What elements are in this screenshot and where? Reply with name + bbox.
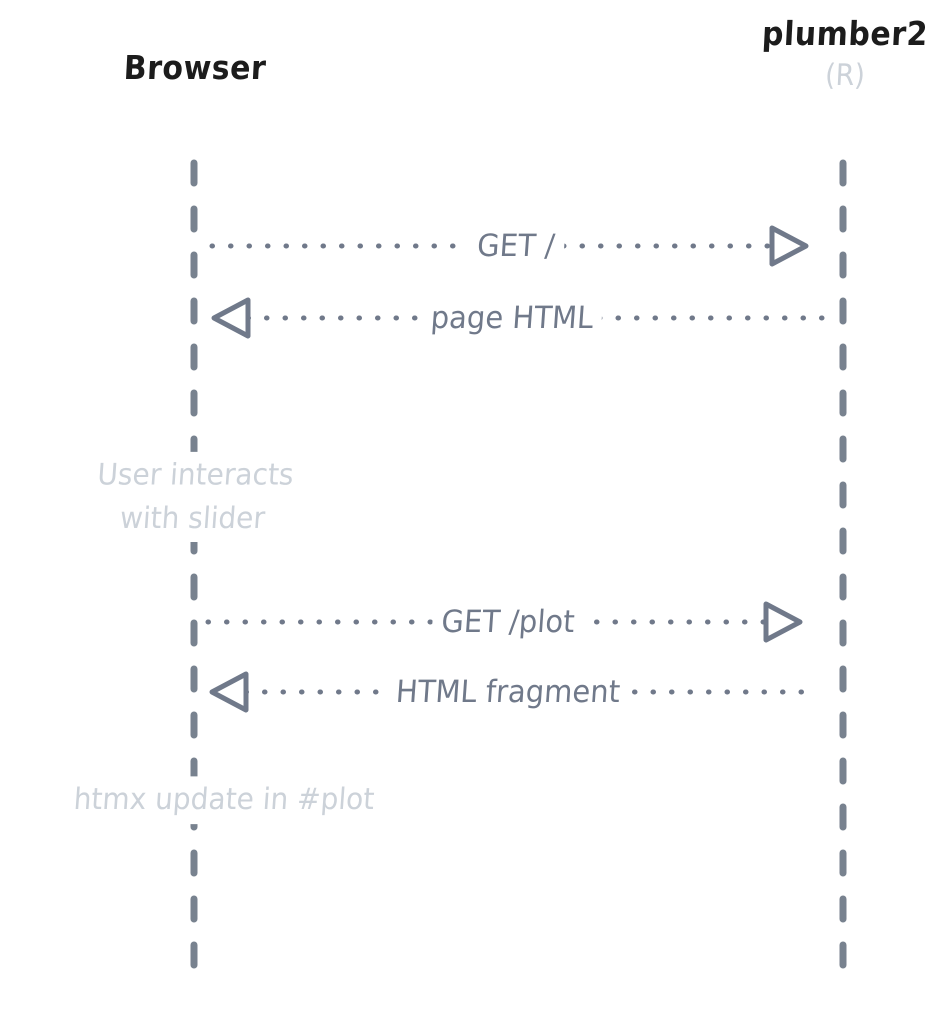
participant-plumber2[interactable]: plumber2 (R) xyxy=(690,15,940,93)
arrowhead-right-icon xyxy=(769,225,809,267)
participant-browser-label: Browser xyxy=(122,49,268,88)
participant-browser[interactable]: Browser xyxy=(40,49,350,88)
arrowhead-left-icon xyxy=(211,297,251,339)
note-user-interacts-with-slider: User interacts with slider xyxy=(82,451,306,543)
message-label-page-html: page HTML xyxy=(420,299,604,336)
arrowhead-right-icon xyxy=(763,601,803,643)
message-page-html xyxy=(211,297,825,339)
message-label-get-root: GET / xyxy=(467,227,565,264)
message-label-html-fragment: HTML fragment xyxy=(385,673,631,710)
arrowhead-left-icon xyxy=(209,671,249,713)
note-htmx-update-in-plot: htmx update in #plot xyxy=(62,776,386,824)
participant-plumber2-subtitle: (R) xyxy=(824,58,866,93)
message-html-fragment xyxy=(209,671,821,713)
message-label-get-plot: GET /plot xyxy=(431,603,585,640)
participant-plumber2-label: plumber2 xyxy=(761,15,929,54)
